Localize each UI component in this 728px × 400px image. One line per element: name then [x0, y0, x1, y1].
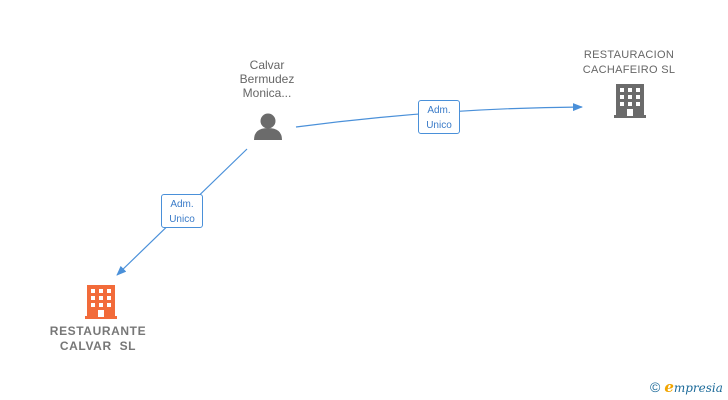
edge-badge-line: Adm. [427, 105, 451, 116]
company-node-label-calvar[interactable]: RESTAURANTE CALVAR SL [36, 324, 160, 354]
node-label-line: RESTAURANTE [49, 324, 147, 338]
edge-badge-line: Unico [426, 120, 452, 131]
node-label-line: CALVAR SL [59, 339, 137, 353]
company-node-label-cachafeiro[interactable]: RESTAURACION CACHAFEIRO SL [566, 48, 692, 78]
person-node-label[interactable]: Calvar Bermudez Monica... [224, 58, 310, 100]
empresia-watermark[interactable]: ©empresia [650, 378, 723, 396]
edge-badge-role[interactable]: Adm. Unico [161, 194, 203, 228]
node-label-line: RESTAURACION [583, 49, 675, 61]
building-icon[interactable] [85, 285, 117, 319]
node-label-line: Calvar [249, 58, 285, 72]
edge-badge-role[interactable]: Adm. Unico [418, 100, 460, 134]
copyright-icon: © [650, 379, 661, 395]
node-label-line: Monica... [242, 86, 292, 100]
building-icon[interactable] [614, 84, 646, 118]
brand-name: mpresia [673, 381, 723, 395]
brand-initial: e [664, 378, 674, 396]
edge-badge-line: Unico [169, 214, 195, 225]
node-label-line: CACHAFEIRO SL [582, 64, 676, 76]
node-label-line: Bermudez [239, 72, 295, 86]
edge-badge-line: Adm. [170, 199, 194, 210]
person-icon[interactable] [254, 113, 282, 141]
